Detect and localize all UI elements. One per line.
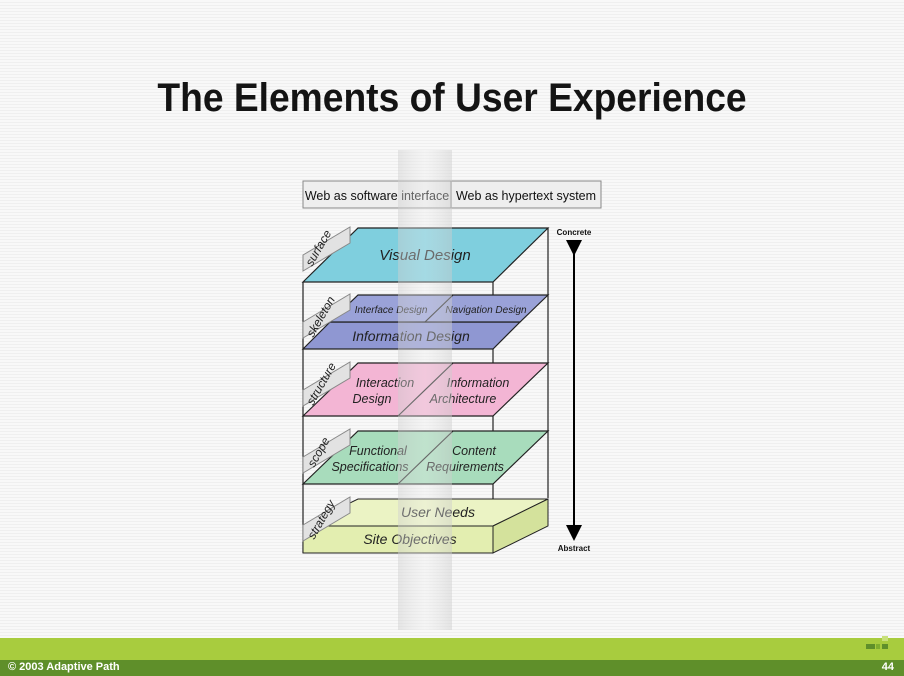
element-navigation-design: Navigation Design <box>445 305 527 316</box>
element-content: Content <box>452 444 496 458</box>
header-hypertext-box <box>450 180 602 209</box>
divider-strip <box>398 150 452 630</box>
copyright-text: © 2003 Adaptive Path <box>8 661 120 673</box>
footer-corner-squares <box>856 636 896 660</box>
page-number: 44 <box>881 661 894 673</box>
element-information: Information <box>447 376 510 390</box>
element-interface-design: Interface Design <box>355 305 428 316</box>
slide-title: The Elements of User Experience <box>157 76 747 120</box>
footer-band-dark <box>0 660 904 676</box>
axis-label-abstract: Abstract <box>558 544 591 553</box>
element-functional: Functional <box>349 444 408 458</box>
axis-label-concrete: Concrete <box>557 228 592 237</box>
header-hypertext-system: Web as hypertext system <box>456 189 596 203</box>
elements-diagram: Web as software interface Web as hyperte… <box>301 150 602 630</box>
element-specifications: Specifications <box>331 460 408 474</box>
plane-strategy-side <box>492 498 549 554</box>
element-interaction-design: Design <box>353 392 392 406</box>
footer-band-light <box>0 638 904 660</box>
